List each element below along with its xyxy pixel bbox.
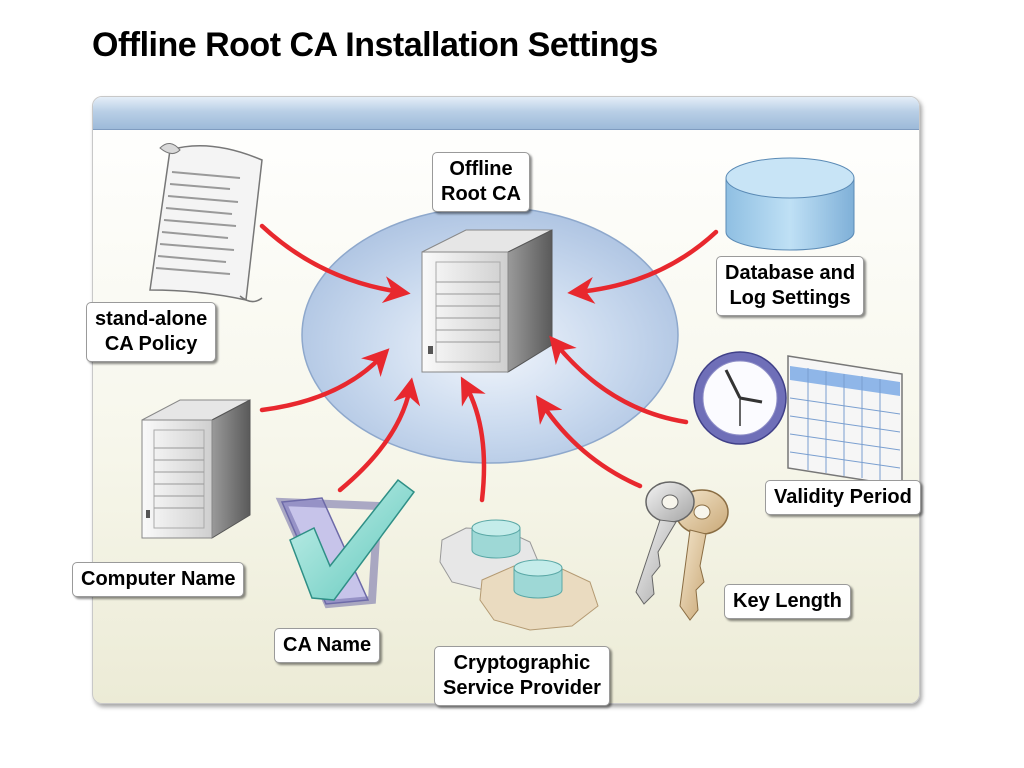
arrow-from-csp bbox=[460, 376, 487, 503]
document-scroll-icon bbox=[149, 143, 263, 303]
computer-server-icon bbox=[141, 399, 251, 539]
policy-label-line2: CA Policy bbox=[104, 333, 198, 355]
arrow-from-validity bbox=[549, 335, 689, 425]
label-validity-period: Validity Period bbox=[765, 480, 921, 515]
key-length-label-text: Key Length bbox=[733, 590, 842, 612]
label-database-and-log-settings: Database and Log Settings bbox=[716, 256, 865, 316]
checkmark-icon bbox=[275, 478, 416, 609]
arrows bbox=[259, 223, 719, 503]
arrow-from-computer bbox=[259, 348, 390, 413]
csp-label-line2: Service Provider bbox=[443, 677, 601, 699]
database-label-line1: Database and bbox=[725, 262, 856, 284]
keys-icon bbox=[635, 481, 729, 621]
gears-icon bbox=[439, 519, 599, 631]
arrow-from-database bbox=[567, 229, 719, 304]
arrow-from-key bbox=[535, 395, 643, 489]
arrow-from-ca-name bbox=[337, 377, 421, 493]
validity-label-text: Validity Period bbox=[774, 486, 912, 508]
label-offline-root-ca: Offline Root CA bbox=[432, 152, 530, 212]
policy-label-line1: stand-alone bbox=[95, 308, 208, 330]
database-icon bbox=[725, 157, 855, 251]
computer-name-label-text: Computer Name bbox=[81, 568, 236, 590]
panel-header-bar bbox=[93, 97, 919, 130]
ca-name-label-text: CA Name bbox=[283, 634, 372, 656]
clock-calendar-icon bbox=[693, 351, 903, 487]
label-key-length: Key Length bbox=[724, 584, 851, 619]
label-ca-name: CA Name bbox=[274, 628, 381, 663]
arrow-from-policy bbox=[259, 223, 411, 303]
center-server-icon bbox=[421, 229, 553, 373]
page-title: Offline Root CA Installation Settings bbox=[92, 26, 658, 64]
label-cryptographic-service-provider: Cryptographic Service Provider bbox=[434, 646, 610, 706]
label-computer-name: Computer Name bbox=[72, 562, 245, 597]
center-label-line1: Offline bbox=[449, 158, 513, 180]
database-label-line2: Log Settings bbox=[729, 287, 851, 309]
label-stand-alone-ca-policy: stand-alone CA Policy bbox=[86, 302, 217, 362]
csp-label-line1: Cryptographic bbox=[453, 652, 591, 674]
center-label-line2: Root CA bbox=[441, 183, 521, 205]
